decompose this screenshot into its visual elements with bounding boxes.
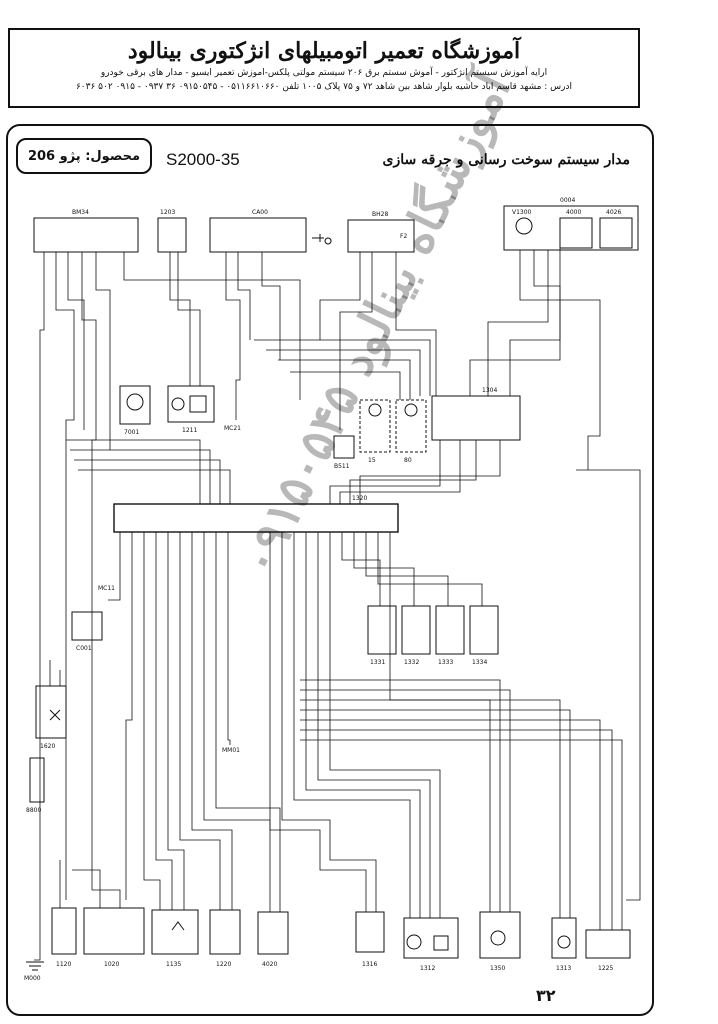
address-line: ادرس : مشهد قاسم اباد حاشیه بلوار شاهد ب… bbox=[75, 82, 573, 92]
diagram-title: مدار سیستم سوخت رسانی و جرقه سازی bbox=[382, 152, 630, 168]
label-bh28: BH28 bbox=[372, 211, 388, 218]
component-box bbox=[355, 911, 385, 953]
component-box bbox=[431, 395, 521, 441]
coil-box bbox=[469, 605, 499, 655]
coil-box bbox=[401, 605, 431, 655]
component-box bbox=[209, 217, 307, 253]
label-4026: 4026 bbox=[606, 209, 621, 216]
label-1211: 1211 bbox=[182, 427, 197, 434]
component-box bbox=[71, 611, 103, 641]
component-box bbox=[403, 917, 459, 959]
component-box bbox=[585, 929, 631, 959]
label-ca00: CA00 bbox=[252, 209, 268, 216]
label-1135: 1135 bbox=[166, 961, 181, 968]
connector-strip bbox=[29, 757, 45, 803]
ignition-sensor-icon bbox=[557, 935, 571, 949]
label-1320: 1320 bbox=[352, 495, 367, 502]
coil-box bbox=[435, 605, 465, 655]
label-m000: M000 bbox=[24, 975, 41, 982]
relay-box bbox=[395, 399, 427, 453]
component-box bbox=[257, 911, 289, 955]
component-box bbox=[503, 205, 639, 251]
label-1225: 1225 bbox=[598, 965, 613, 972]
product-label: محصول: پژو 206 bbox=[16, 138, 152, 174]
label-1333: 1333 bbox=[438, 659, 453, 666]
relay-coil bbox=[515, 217, 533, 235]
relay-label-80: 80 bbox=[404, 457, 412, 464]
label-8800: 8800 bbox=[26, 807, 41, 814]
label-1331: 1331 bbox=[370, 659, 385, 666]
pressure-icon bbox=[433, 935, 449, 951]
page-number: ۳۲ bbox=[536, 986, 556, 1005]
label-bm34: BM34 bbox=[72, 209, 89, 216]
label-1220: 1220 bbox=[216, 961, 231, 968]
component-box bbox=[33, 217, 139, 253]
ecu-box bbox=[113, 503, 399, 533]
label-4020: 4020 bbox=[262, 961, 277, 968]
fan-icon bbox=[404, 403, 418, 417]
component-box bbox=[479, 911, 521, 959]
component-box bbox=[83, 907, 145, 955]
label-b511: B511 bbox=[334, 463, 350, 470]
label-mm01: MM01 bbox=[222, 747, 240, 754]
component-box bbox=[599, 217, 633, 249]
wires bbox=[34, 248, 641, 961]
sensor-icon bbox=[406, 934, 422, 950]
component-box bbox=[157, 217, 187, 253]
fan-icon bbox=[368, 403, 382, 417]
ground-icon bbox=[26, 961, 44, 971]
diagram-code: S2000-35 bbox=[166, 150, 240, 169]
services-line: ارایه آموزش سیستم انژکتور - آموش سستم بر… bbox=[100, 68, 548, 78]
pump-icon bbox=[171, 397, 185, 411]
gauge-icon bbox=[126, 393, 144, 411]
label-1203: 1203 bbox=[160, 209, 175, 216]
relay-box bbox=[359, 399, 391, 453]
component-box bbox=[559, 217, 593, 249]
label-1620: 1620 bbox=[40, 743, 55, 750]
component-box bbox=[333, 435, 355, 459]
label-1120: 1120 bbox=[56, 961, 71, 968]
label-1312: 1312 bbox=[420, 965, 435, 972]
component-box bbox=[151, 909, 199, 955]
coil-box bbox=[367, 605, 397, 655]
component-box bbox=[347, 219, 415, 253]
label-mc21: MC21 bbox=[224, 425, 241, 432]
component-box bbox=[209, 909, 241, 955]
label-1304: 1304 bbox=[482, 387, 497, 394]
label-1334: 1334 bbox=[472, 659, 487, 666]
component-box bbox=[119, 385, 151, 425]
key-icon bbox=[312, 234, 332, 245]
diagram-sheet bbox=[6, 124, 654, 1016]
header-banner: آموزشگاه تعمیر اتومبیلهای انژکتوری بینال… bbox=[8, 28, 640, 108]
component-box bbox=[551, 917, 577, 959]
inertia-switch-icon bbox=[49, 709, 61, 721]
label-0004: 0004 bbox=[560, 197, 575, 204]
injector-icon bbox=[171, 921, 185, 931]
label-1350: 1350 bbox=[490, 965, 505, 972]
label-c001: C001 bbox=[76, 645, 92, 652]
school-title: آموزشگاه تعمیر اتومبیلهای انژکتوری بینال… bbox=[127, 38, 521, 64]
component-box bbox=[35, 685, 67, 739]
label-1316: 1316 bbox=[362, 961, 377, 968]
relay-label-15: 15 bbox=[368, 457, 376, 464]
component-box bbox=[51, 907, 77, 955]
label-v1300: V1300 bbox=[512, 209, 532, 216]
component-box bbox=[167, 385, 215, 423]
label-1313: 1313 bbox=[556, 965, 571, 972]
label-1020: 1020 bbox=[104, 961, 119, 968]
label-7001: 7001 bbox=[124, 429, 139, 436]
label-1332: 1332 bbox=[404, 659, 419, 666]
label-mc11: MC11 bbox=[98, 585, 115, 592]
fuel-level-icon bbox=[189, 395, 207, 413]
label-4000: 4000 bbox=[566, 209, 581, 216]
sensor-icon bbox=[490, 930, 506, 946]
fuse-label: F2 bbox=[400, 233, 407, 240]
